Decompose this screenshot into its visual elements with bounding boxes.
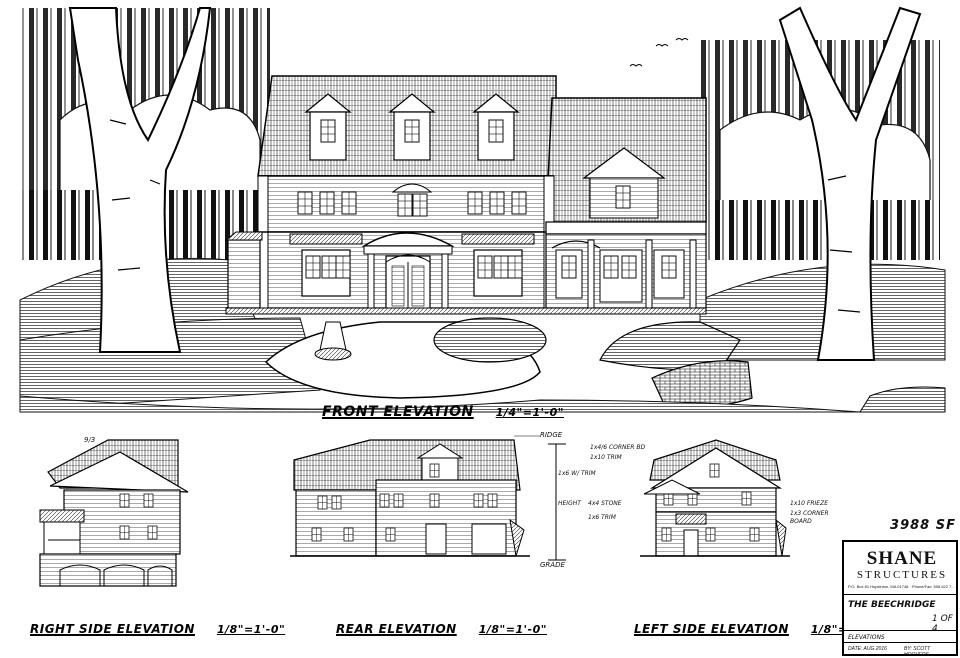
left-note-7: BOARD — [790, 518, 812, 525]
project-name: THE BEECHRIDGE — [848, 600, 936, 610]
ridge-note: RIDGE — [540, 431, 563, 439]
left-note-4: 1x6 TRIM — [588, 514, 616, 521]
right-side-elevation-label: RIGHT SIDE ELEVATION — [30, 622, 195, 636]
right-side-elevation-caption: RIGHT SIDE ELEVATION 1/8"=1'-0" — [30, 622, 285, 636]
left-side-elevation-label: LEFT SIDE ELEVATION — [634, 622, 789, 636]
right-side-elevation-scale: 1/8"=1'-0" — [216, 623, 286, 636]
right-side-mark: 9/3 — [84, 436, 96, 444]
right-side-elevation — [39, 439, 189, 587]
sheet-title: ELEVATIONS — [848, 634, 885, 641]
title-block: SHANE STRUCTURES P.O. Box 81 Hopkinton, … — [842, 540, 958, 658]
left-note-5: 1x10 FRIEZE — [790, 500, 828, 507]
rear-elevation — [290, 435, 566, 561]
title-block-rule — [844, 594, 956, 595]
rear-elevation-caption: REAR ELEVATION 1/8"=1'-0" — [336, 622, 547, 636]
rear-elevation-scale: 1/8"=1'-0" — [478, 623, 547, 636]
front-house — [224, 75, 707, 315]
grade-note: GRADE — [540, 561, 565, 569]
title-block-rule — [844, 630, 956, 631]
company-address: P.O. Box 81 Hopkinton, MA 01748 · Phone/… — [848, 584, 955, 589]
left-note-3: 4x4 STONE — [588, 500, 622, 507]
rear-elevation-label: REAR ELEVATION — [336, 622, 457, 636]
left-note-6: 1x3 CORNER — [790, 510, 829, 517]
front-elevation-label: FRONT ELEVATION — [322, 404, 474, 420]
birds — [629, 38, 689, 67]
rear-note-2: HEIGHT — [558, 500, 581, 507]
front-landscape — [19, 317, 946, 413]
left-side-elevation — [640, 439, 790, 557]
drawing-date: DATE: AUG 2016 — [848, 646, 887, 652]
company-logo-subtitle: STRUCTURES — [856, 569, 948, 581]
front-elevation-caption: FRONT ELEVATION 1/4"=1'-0" — [322, 404, 564, 420]
company-logo-name: SHANE — [866, 548, 938, 569]
front-elevation-scale: 1/4"=1'-0" — [495, 406, 564, 419]
right-birch-tree — [778, 6, 922, 361]
rear-note-1: 1x6 W/ TRIM — [558, 470, 596, 477]
left-birch-tree — [68, 7, 212, 353]
title-block-rule — [844, 642, 956, 643]
left-note-1: 1x4/6 CORNER BD — [590, 444, 646, 451]
drawn-by: BY: SCOTT HOOVERS — [904, 646, 931, 658]
square-footage: 3988 SF — [890, 518, 956, 533]
left-note-2: 1x10 TRIM — [590, 454, 622, 461]
page-number: 1 OF 4 — [932, 614, 953, 634]
